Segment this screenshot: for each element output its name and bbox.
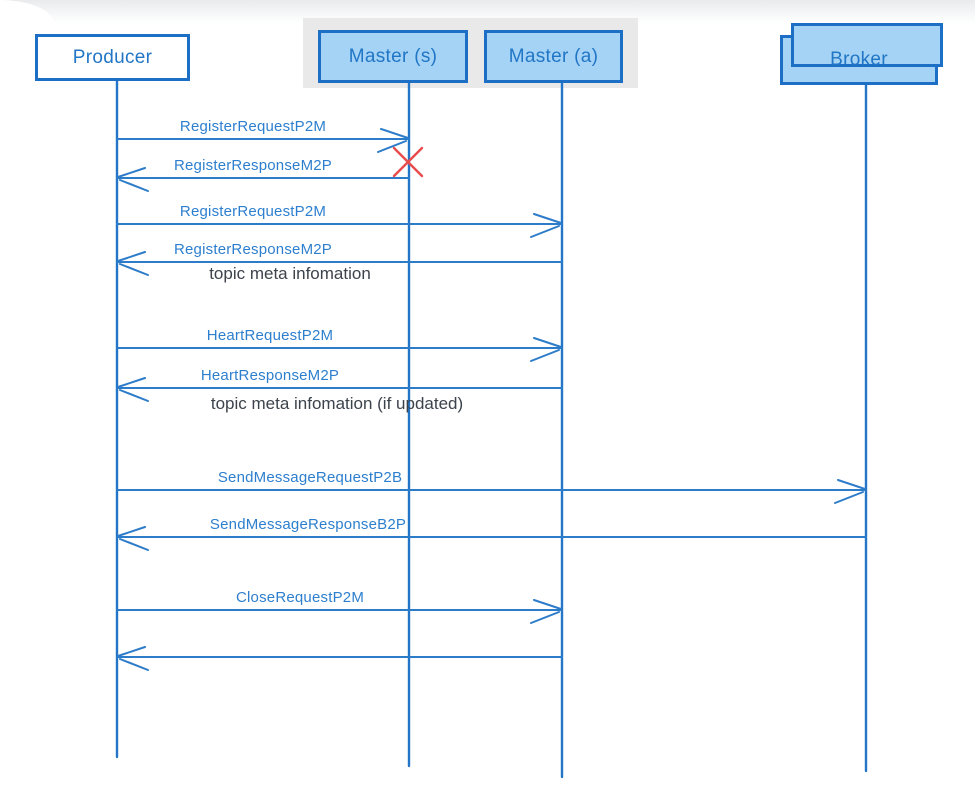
message-arrowhead <box>119 263 149 276</box>
participant-box-producer: Producer <box>35 34 190 81</box>
message-arrowhead <box>119 179 149 192</box>
message-arrowhead <box>117 377 146 388</box>
message-arrowhead <box>117 526 146 537</box>
message-arrowhead <box>533 599 562 610</box>
message-arrowhead <box>117 646 146 657</box>
message-arrowhead <box>117 167 146 178</box>
participant-label: Producer <box>72 46 153 68</box>
message-arrowhead <box>834 491 864 504</box>
participant-box-broker: Broker <box>780 23 943 85</box>
participant-label: Broker <box>830 49 888 70</box>
message-arrowhead <box>117 251 146 262</box>
message-arrowhead <box>837 479 866 490</box>
participant-label: Master (s) <box>348 45 438 67</box>
participant-box-master-active: Master (a) <box>484 30 623 83</box>
message-arrowhead <box>119 538 149 551</box>
message-arrowhead <box>380 128 409 139</box>
participant-label: Master (a) <box>508 45 599 67</box>
message-arrowhead <box>533 213 562 224</box>
message-arrowhead <box>530 225 560 238</box>
message-arrowhead <box>119 658 149 671</box>
message-arrowhead <box>119 389 149 402</box>
error-cross-icon <box>392 146 424 178</box>
message-arrowhead <box>533 337 562 348</box>
message-arrowhead <box>530 349 560 362</box>
message-arrowhead <box>530 611 560 624</box>
participant-box-master-standby: Master (s) <box>318 30 468 83</box>
message-arrowhead <box>377 140 407 153</box>
